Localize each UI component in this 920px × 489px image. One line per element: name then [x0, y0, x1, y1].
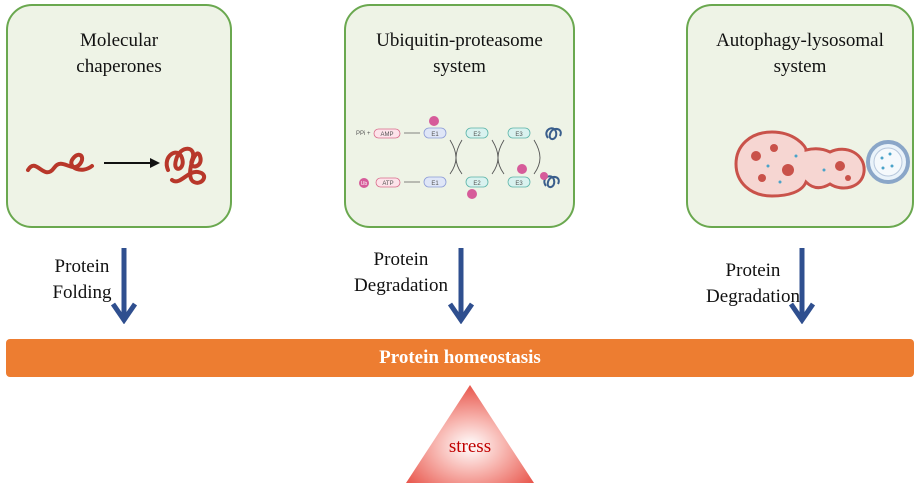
process-label-folding: Protein Folding	[52, 256, 112, 303]
ppi-label: PPi +	[356, 131, 371, 137]
process-label-autophagy-degradation: Protein Degradation	[706, 260, 800, 307]
down-arrow-icon	[447, 248, 475, 324]
e1-label: E1	[431, 132, 439, 138]
protein-homeostasis-bar: Protein homeostasis	[6, 339, 914, 377]
folding-arrowhead	[150, 158, 160, 168]
autophagosome-lysosome-illustration	[734, 130, 910, 198]
panel-title: Ubiquitin-proteasome system	[376, 30, 543, 77]
folded-protein-icon	[164, 146, 207, 185]
amp-label: AMP	[380, 132, 393, 138]
panel-molecular-chaperones: Molecular chaperones	[6, 4, 232, 228]
down-arrow-icon	[110, 248, 138, 324]
protein-homeostasis-label: Protein homeostasis	[379, 347, 541, 368]
autolysosome-icon	[734, 130, 866, 198]
ubiquitin-cascade-illustration: PPi + AMP Ub ATP E1 E1 E2 E2 E3 E3	[356, 116, 562, 199]
e2-label: E2	[473, 181, 481, 187]
panel-autophagy-lysosomal: Autophagy-lysosomal system	[686, 4, 914, 228]
e3-label: E3	[515, 181, 523, 187]
protein-folding-illustration	[26, 146, 207, 185]
down-arrow-icon	[788, 248, 816, 324]
stress-label: stress	[448, 436, 492, 457]
panel-title: Autophagy-lysosomal system	[716, 30, 884, 77]
stress-fulcrum-triangle	[406, 385, 534, 483]
unfolded-protein-icon	[26, 152, 94, 175]
panel-ubiquitin-proteasome: Ubiquitin-proteasome system PPi + AMP Ub…	[344, 4, 575, 228]
atp-label: ATP	[382, 181, 393, 187]
e1-label: E1	[431, 181, 439, 187]
e2-label: E2	[473, 132, 481, 138]
e3-label: E3	[515, 132, 523, 138]
process-label-ups-degradation: Protein Degradation	[354, 249, 448, 296]
ub-label: Ub	[361, 181, 368, 187]
panel-title: Molecular chaperones	[76, 30, 162, 77]
